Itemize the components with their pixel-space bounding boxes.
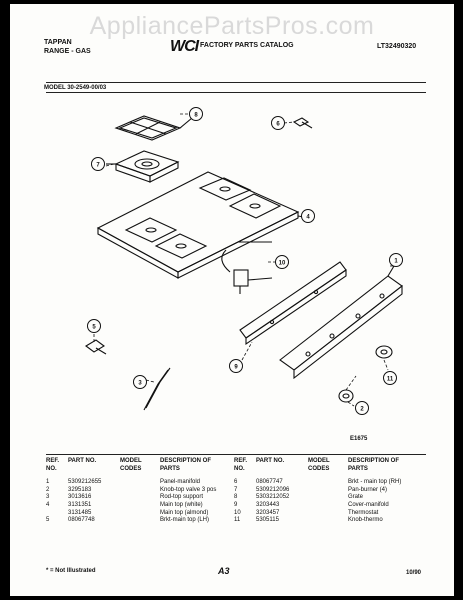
callout-9 bbox=[229, 359, 243, 373]
model-rule bbox=[46, 92, 426, 93]
valve-knob-part bbox=[338, 389, 354, 403]
watermark: AppliancePartsPros.com bbox=[89, 12, 375, 40]
catalog-title: FACTORY PARTS CATALOG bbox=[200, 42, 294, 49]
thermostat-knob-part bbox=[375, 345, 393, 359]
grate-part bbox=[114, 115, 193, 141]
thermostat-part bbox=[221, 241, 273, 294]
figure-code: E1675 bbox=[350, 436, 368, 442]
header-ref: REF. NO. bbox=[46, 458, 60, 472]
callout-label-9: 9 bbox=[234, 365, 238, 371]
callout-7 bbox=[91, 157, 105, 171]
callout-label-7: 7 bbox=[96, 163, 100, 169]
callout-4 bbox=[301, 209, 315, 223]
callout-6 bbox=[271, 116, 285, 130]
callout-label-1: 1 bbox=[394, 259, 398, 265]
burner-pan-part bbox=[106, 150, 180, 183]
callout-5 bbox=[87, 319, 101, 333]
leader-lines bbox=[93, 113, 394, 407]
parts-table-left: REF. NO. PART NO. MODEL CODES DESCRIPTIO… bbox=[46, 458, 230, 525]
callout-label-8: 8 bbox=[194, 113, 198, 119]
bracket-rh-part bbox=[292, 117, 313, 129]
callout-label-6: 6 bbox=[276, 122, 280, 128]
bracket-lh-part bbox=[85, 339, 107, 355]
manifold-panel-part bbox=[279, 265, 403, 380]
catalog-code: LT32490320 bbox=[377, 43, 417, 50]
wci-logo: WCI bbox=[170, 38, 199, 55]
callout-11 bbox=[383, 371, 397, 385]
table-header-right: REF. NO. PART NO. MODEL CODES DESCRIPTIO… bbox=[234, 458, 418, 473]
not-illustrated-note: * = Not Illustrated bbox=[46, 568, 96, 574]
callout-label-10: 10 bbox=[279, 261, 286, 267]
callout-label-3: 3 bbox=[138, 381, 142, 387]
parts-table-right: REF. NO. PART NO. MODEL CODES DESCRIPTIO… bbox=[234, 458, 418, 525]
header-part: PART NO. bbox=[68, 458, 97, 464]
callout-label-11: 11 bbox=[387, 377, 394, 383]
callout-label-4: 4 bbox=[306, 215, 310, 221]
top-rule bbox=[46, 82, 426, 83]
header-description: DESCRIPTION OF PARTS bbox=[348, 458, 400, 472]
brand-label: TAPPAN bbox=[44, 39, 72, 46]
callout-1 bbox=[389, 253, 403, 267]
range-type-label: RANGE - GAS bbox=[44, 48, 91, 55]
page-number: A3 bbox=[218, 566, 230, 576]
parts-catalog-page: AppliancePartsPros.com TAPPAN RANGE - GA… bbox=[10, 4, 454, 596]
header-description: DESCRIPTION OF PARTS bbox=[160, 458, 212, 472]
header-model: MODEL CODES bbox=[308, 458, 330, 472]
table-top-rule bbox=[46, 454, 426, 455]
header-part: PART NO. bbox=[256, 458, 285, 464]
header-ref: REF. NO. bbox=[234, 458, 248, 472]
catalog-date: 10/90 bbox=[406, 570, 422, 576]
support-rod-part bbox=[143, 367, 171, 411]
main-top-part bbox=[96, 171, 311, 279]
exploded-parts-diagram: 8 7 6 4 10 1 5 9 3 11 2 E1675 bbox=[85, 107, 403, 442]
callout-8 bbox=[189, 107, 203, 121]
cover-manifold-part bbox=[239, 261, 347, 346]
model-label: MODEL 30-2549-00/03 bbox=[44, 85, 107, 91]
callout-3 bbox=[133, 375, 147, 389]
callout-label-5: 5 bbox=[92, 325, 96, 331]
callout-label-2: 2 bbox=[360, 407, 364, 413]
callout-10 bbox=[275, 255, 289, 269]
header-model: MODEL CODES bbox=[120, 458, 142, 472]
callout-2 bbox=[355, 401, 369, 415]
table-header-left: REF. NO. PART NO. MODEL CODES DESCRIPTIO… bbox=[46, 458, 230, 473]
